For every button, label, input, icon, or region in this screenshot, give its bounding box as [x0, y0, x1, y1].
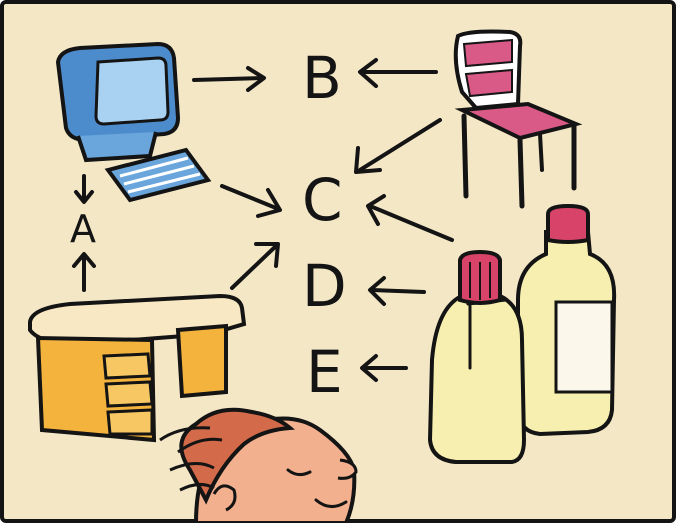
label-c: C: [302, 166, 343, 234]
label-b: B: [302, 44, 342, 112]
label-e: E: [306, 338, 343, 406]
label-a: A: [70, 207, 96, 251]
label-d: D: [302, 252, 347, 320]
